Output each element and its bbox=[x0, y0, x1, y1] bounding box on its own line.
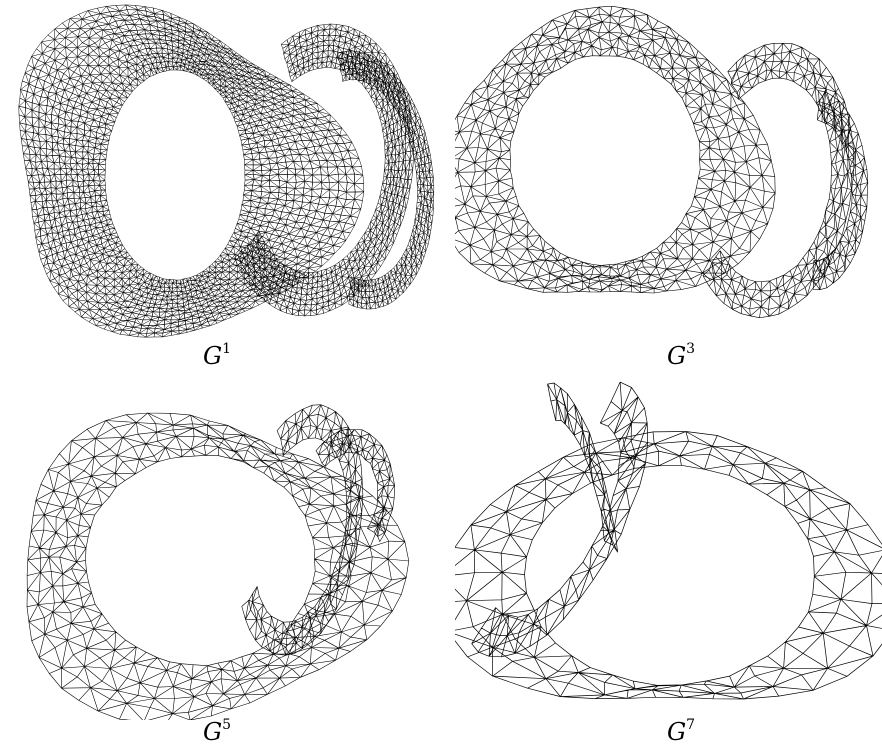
svg-g7-mesh-band-1 bbox=[472, 382, 648, 657]
mesh-graph-g5 bbox=[0, 380, 440, 720]
caption-g5-superscript: 5 bbox=[222, 717, 231, 733]
mesh-panel-g1 bbox=[0, 0, 440, 345]
caption-g1-label: G bbox=[203, 342, 222, 370]
caption-g7: G7 bbox=[667, 718, 695, 746]
mesh-graph-g3 bbox=[455, 0, 882, 345]
mesh-panel-g3 bbox=[455, 0, 882, 345]
caption-g1: G1 bbox=[203, 342, 231, 370]
caption-g3: G3 bbox=[667, 342, 695, 370]
svg-g7-mesh-band-0 bbox=[455, 432, 882, 700]
caption-g7-superscript: 7 bbox=[686, 717, 695, 733]
caption-g3-superscript: 3 bbox=[686, 341, 695, 357]
caption-g7-label: G bbox=[667, 718, 686, 746]
mesh-panel-g5 bbox=[0, 380, 440, 720]
mesh-graph-g7 bbox=[455, 380, 882, 720]
mesh-graph-g1 bbox=[0, 0, 440, 345]
caption-g3-label: G bbox=[667, 342, 686, 370]
caption-g5: G5 bbox=[203, 718, 231, 746]
caption-g1-superscript: 1 bbox=[222, 341, 231, 357]
mesh-panel-g7 bbox=[455, 380, 882, 720]
caption-g5-label: G bbox=[203, 718, 222, 746]
svg-g3-mesh-band-0 bbox=[455, 6, 775, 293]
